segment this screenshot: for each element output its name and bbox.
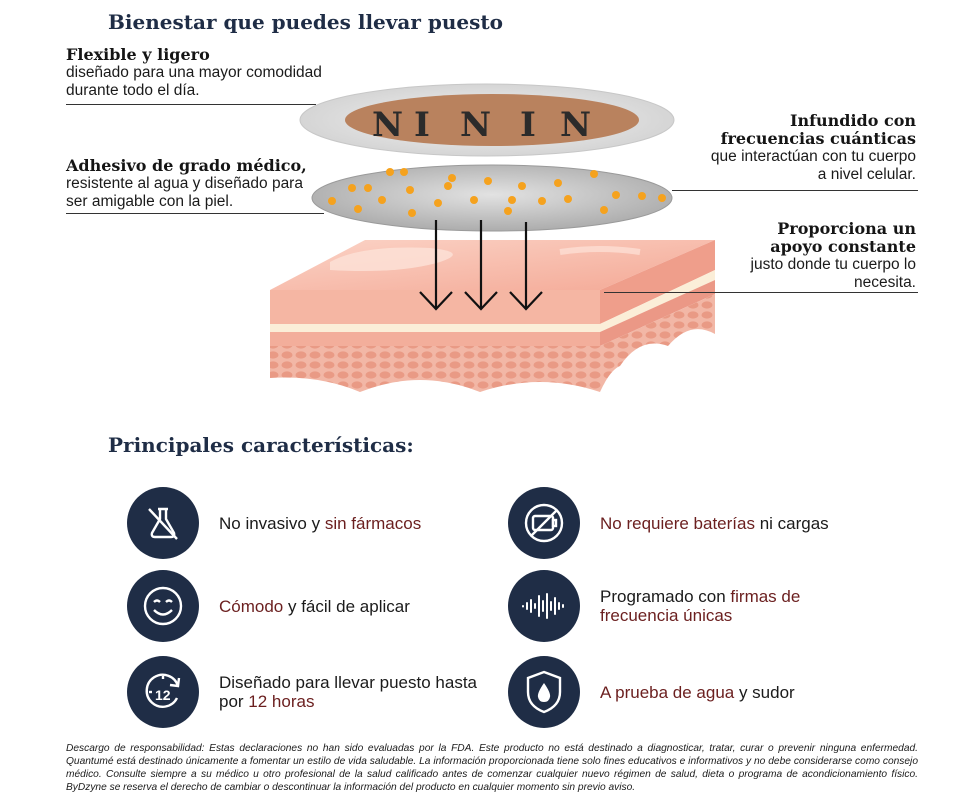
feature-accent: sin fármacos — [324, 513, 422, 533]
smile-icon — [127, 570, 199, 642]
no-battery-icon — [508, 487, 580, 559]
callout-infundido: Infundido con frecuencias cuánticas que … — [700, 112, 916, 184]
feature-text: y sudor — [734, 682, 795, 702]
feature-a-prueba-de-agua: A prueba de agua y sudor — [508, 656, 860, 728]
feature-text: Programado con — [600, 587, 731, 606]
feature-accent: 12 horas — [248, 692, 315, 711]
patch-letter: N — [372, 105, 403, 145]
callout-apoyo-text: justo donde tu cuerpo lo necesita. — [750, 256, 916, 291]
feature-text: Diseñado para llevar puesto hasta por — [219, 673, 477, 711]
feature-12-horas: 12 Diseñado para llevar puesto hasta por… — [127, 656, 479, 728]
feature-accent: firmas de frecuencia únicas — [600, 587, 801, 625]
callout-line — [66, 104, 316, 105]
no-drugs-icon — [127, 487, 199, 559]
skin-layers — [270, 240, 715, 392]
callout-infundido-heading: Infundido con frecuencias cuánticas — [720, 111, 916, 148]
callout-apoyo: Proporciona un apoyo constante justo don… — [720, 220, 916, 292]
section-title: Principales características: — [108, 433, 414, 457]
feature-no-baterias: No requiere baterías ni cargas — [508, 487, 860, 559]
callout-flexible: Flexible y ligero diseñado para una mayo… — [66, 46, 336, 100]
clock-label: 12 — [155, 687, 171, 703]
disclaimer: Descargo de responsabilidad: Estas decla… — [66, 743, 918, 793]
callout-apoyo-heading: Proporciona un apoyo constante — [770, 219, 916, 256]
callout-line — [66, 213, 324, 214]
feature-text: y fácil de aplicar — [283, 596, 410, 616]
callout-infundido-text: que interactúan con tu cuerpo a nivel ce… — [710, 148, 916, 183]
waveform-icon — [508, 570, 580, 642]
callout-line — [672, 190, 918, 191]
clock-12-icon: 12 — [127, 656, 199, 728]
callout-adhesivo-text: resistente al agua y diseñado para ser a… — [66, 175, 303, 210]
callout-line — [604, 292, 918, 293]
callout-adhesivo-heading: Adhesivo de grado médico, — [66, 156, 307, 175]
feature-accent: A prueba de agua — [600, 682, 735, 702]
feature-comodo: Cómodo y fácil de aplicar — [127, 570, 479, 642]
patch-letter: I — [414, 105, 430, 145]
feature-no-invasivo: No invasivo y sin fármacos — [127, 487, 479, 559]
patch-diagram: N I N I N — [270, 83, 715, 392]
downward-arrows — [419, 220, 543, 311]
feature-text: ni cargas — [754, 513, 829, 533]
patch-letter: N — [560, 105, 591, 145]
feature-text: No invasivo y — [219, 513, 325, 533]
patch-letter: I — [520, 105, 536, 145]
patch-top-layer: N I N I N — [299, 83, 675, 157]
callout-flexible-text: diseñado para una mayor comodidad durant… — [66, 64, 322, 99]
patch-letter: N — [460, 105, 491, 145]
page-title: Bienestar que puedes llevar puesto — [108, 10, 503, 34]
feature-programado: Programado con firmas de frecuencia únic… — [508, 570, 860, 642]
callout-adhesivo: Adhesivo de grado médico, resistente al … — [66, 157, 326, 211]
water-shield-icon — [508, 656, 580, 728]
feature-accent: Cómodo — [219, 596, 284, 616]
patch-adhesive-layer — [311, 164, 673, 232]
feature-accent: No requiere baterías — [600, 513, 755, 533]
callout-flexible-heading: Flexible y ligero — [66, 45, 210, 64]
